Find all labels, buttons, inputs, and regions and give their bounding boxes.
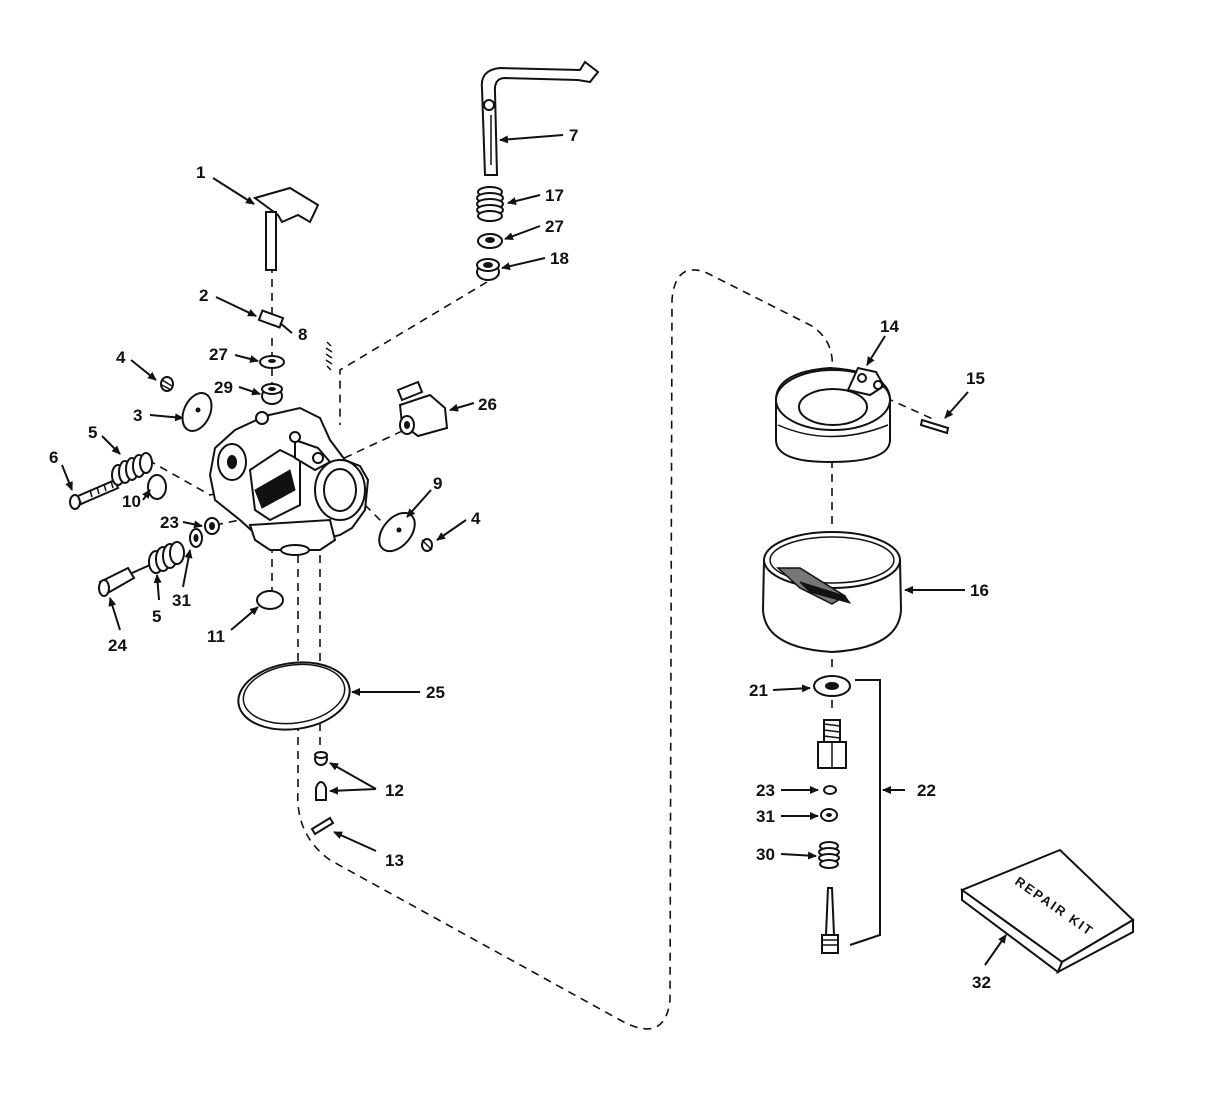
repair-kit-32-part: REPAIR KIT (959, 848, 1135, 975)
callout-labels: 1 2 4 3 5 6 7 17 27 18 8 27 29 26 9 4 10… (49, 126, 991, 992)
adjusting-needle-part (821, 887, 839, 954)
callout-15: 15 (966, 369, 985, 388)
washer-27-left-part (259, 355, 285, 369)
bushing-29-part (261, 383, 283, 405)
callout-4-right: 4 (471, 509, 481, 528)
callout-31-left: 31 (172, 591, 191, 610)
inlet-needle-12-part (314, 751, 328, 801)
callout-5-lower: 5 (152, 607, 161, 626)
callout-14: 14 (880, 317, 899, 336)
choke-shaft-part (252, 186, 320, 271)
callout-26: 26 (478, 395, 497, 414)
spring-17-part (476, 186, 504, 222)
bushing-18-part (476, 258, 500, 281)
callout-17: 17 (545, 186, 564, 205)
gasket-25-part (237, 661, 351, 731)
float-pin-15-part (919, 418, 950, 435)
callout-23-right: 23 (756, 781, 775, 800)
screw-4-top-part (160, 376, 174, 392)
callout-13: 13 (385, 851, 404, 870)
oring-23-right-part (823, 785, 837, 795)
callout-5-upper: 5 (88, 423, 97, 442)
callout-31-right: 31 (756, 807, 775, 826)
bowl-nut-22-part (817, 719, 847, 769)
callout-12: 12 (385, 781, 404, 800)
callout-23-left: 23 (160, 513, 179, 532)
screw-4-right-part (421, 538, 433, 552)
needle-24-part (98, 564, 151, 597)
callout-24: 24 (108, 636, 127, 655)
callout-30: 30 (756, 845, 775, 864)
washer-23-left-part (204, 517, 220, 535)
callout-1: 1 (196, 163, 205, 182)
callout-7: 7 (569, 126, 578, 145)
callout-27-top: 27 (545, 217, 564, 236)
choke-plate-part (181, 392, 213, 432)
washer-31-left-part (189, 528, 203, 548)
callout-22: 22 (917, 781, 936, 800)
callout-2: 2 (199, 286, 208, 305)
spring-5-lower-part (148, 541, 185, 574)
fuel-fitting-part (396, 380, 449, 438)
callout-21: 21 (749, 681, 768, 700)
callout-11: 11 (207, 627, 225, 646)
callout-4-top: 4 (116, 348, 126, 367)
callout-6: 6 (49, 448, 58, 467)
callout-8: 8 (298, 325, 307, 344)
throttle-shaft-part (480, 60, 600, 176)
washer-31-right-part (820, 808, 838, 822)
callout-3: 3 (133, 406, 142, 425)
carburetor-body-part (208, 406, 370, 556)
idle-screw-6-part (69, 478, 120, 510)
spring-30-part (818, 841, 840, 869)
callout-18: 18 (550, 249, 569, 268)
washer-27-part (477, 233, 503, 249)
callout-27-left: 27 (209, 345, 228, 364)
float-14-part (775, 366, 891, 464)
leader-arrows (61, 134, 1007, 966)
screw-8-part (279, 322, 333, 371)
throttle-plate-part (378, 511, 416, 553)
choke-spring-part (257, 309, 285, 329)
callout-25: 25 (426, 683, 445, 702)
callout-32: 32 (972, 973, 991, 992)
callout-16: 16 (970, 581, 989, 600)
callout-9: 9 (433, 474, 442, 493)
washer-21-part (813, 675, 851, 697)
pin-13-part (310, 816, 335, 836)
spring-5-upper-part (111, 452, 153, 486)
bracket-22 (849, 679, 881, 946)
oring-11-part (256, 590, 284, 610)
callout-29: 29 (214, 378, 233, 397)
fuel-bowl-16-part (761, 531, 903, 654)
callout-10: 10 (122, 492, 141, 511)
oring-10-part (147, 474, 167, 500)
